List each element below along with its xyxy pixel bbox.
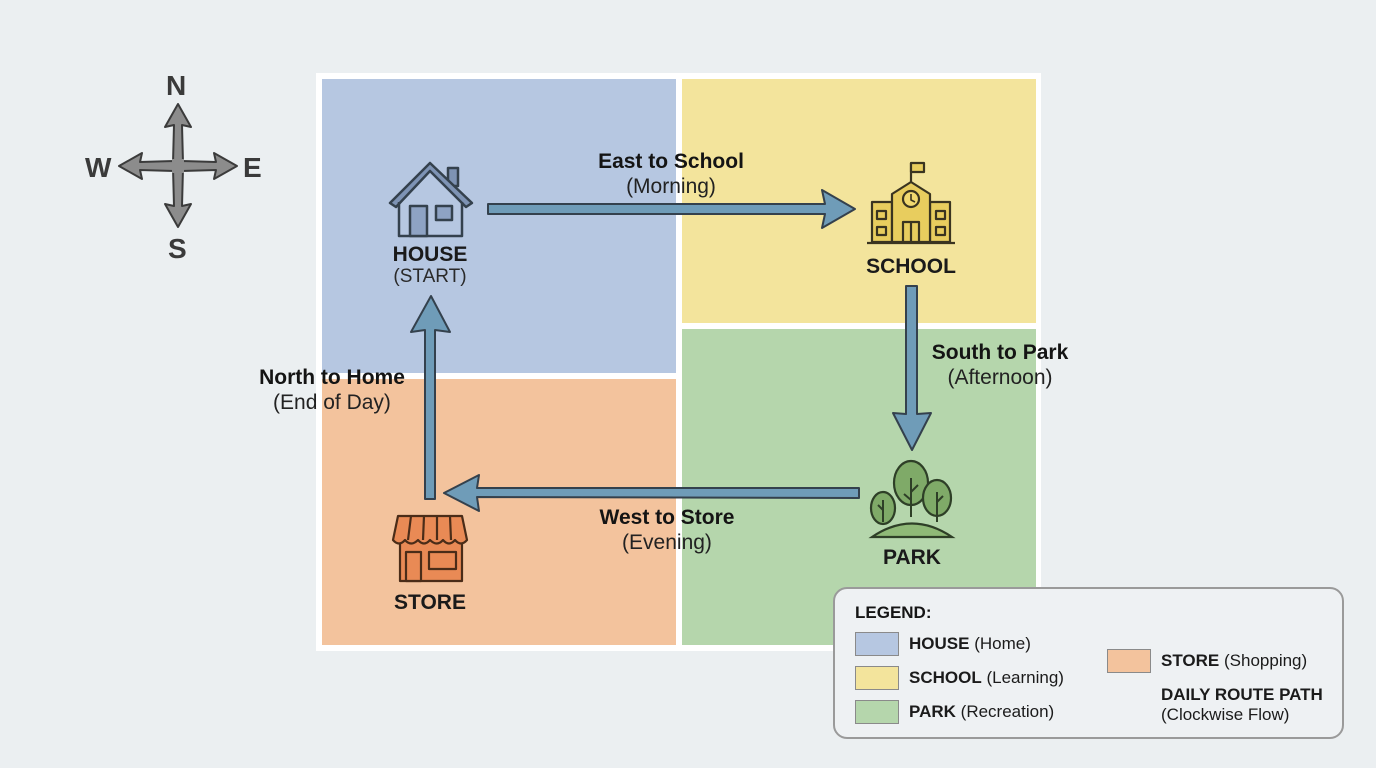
legend-item-house: HOUSE (Home) bbox=[909, 634, 1031, 654]
route-arrows bbox=[410, 189, 932, 512]
legend-item-route: DAILY ROUTE PATH (Clockwise Flow) bbox=[1161, 685, 1323, 724]
compass-south-label: S bbox=[168, 233, 187, 264]
route-west-sublabel: (Evening) bbox=[622, 531, 712, 554]
route-east-sublabel: (Morning) bbox=[626, 175, 716, 198]
school-icon bbox=[867, 161, 955, 245]
legend-item-school: SCHOOL (Learning) bbox=[909, 668, 1064, 688]
legend-item-park-desc: (Recreation) bbox=[960, 702, 1055, 721]
legend-swatch-school bbox=[855, 666, 899, 690]
legend-item-school-desc: (Learning) bbox=[986, 668, 1064, 687]
route-arrow-south bbox=[892, 285, 932, 451]
house-zone bbox=[322, 79, 676, 373]
legend-swatch-store bbox=[1107, 649, 1151, 673]
compass-north-label: N bbox=[166, 70, 187, 101]
legend-item-school-name: SCHOOL bbox=[909, 668, 982, 687]
compass-west-label: W bbox=[85, 152, 112, 183]
legend-title: LEGEND: bbox=[855, 603, 932, 622]
legend-item-route-name: DAILY ROUTE PATH bbox=[1161, 685, 1323, 704]
route-north-sublabel: (End of Day) bbox=[273, 391, 391, 414]
legend-item-store: STORE (Shopping) bbox=[1161, 651, 1307, 671]
house-sublabel: (START) bbox=[393, 266, 467, 287]
store-label: STORE bbox=[394, 591, 466, 614]
legend-item-park: PARK (Recreation) bbox=[909, 702, 1054, 722]
park-icon bbox=[868, 459, 956, 539]
school-label: SCHOOL bbox=[866, 255, 956, 278]
legend-item-park-name: PARK bbox=[909, 702, 956, 721]
store-icon bbox=[391, 514, 469, 583]
park-label: PARK bbox=[883, 546, 941, 569]
compass-east-label: E bbox=[243, 152, 262, 183]
legend-swatch-house bbox=[855, 632, 899, 656]
route-arrow-west bbox=[443, 474, 860, 512]
legend-item-store-name: STORE bbox=[1161, 651, 1220, 670]
legend-item-store-desc: (Shopping) bbox=[1224, 651, 1308, 670]
route-north-label: North to Home bbox=[259, 366, 405, 389]
store-zone bbox=[322, 379, 676, 645]
route-arrow-east bbox=[487, 189, 856, 229]
route-west-label: West to Store bbox=[599, 506, 735, 529]
legend-item-route-desc: (Clockwise Flow) bbox=[1161, 704, 1290, 724]
school-zone bbox=[682, 79, 1036, 323]
house-icon bbox=[388, 161, 474, 238]
route-east-label: East to School bbox=[598, 150, 744, 173]
legend-item-house-name: HOUSE bbox=[909, 634, 970, 653]
route-south-sublabel: (Afternoon) bbox=[947, 366, 1053, 389]
legend-swatch-park bbox=[855, 700, 899, 724]
legend-item-house-desc: (Home) bbox=[974, 634, 1031, 653]
legend-panel: LEGEND: HOUSE (Home) SCHOOL (Learning) P… bbox=[833, 587, 1344, 739]
route-south-label: South to Park bbox=[931, 341, 1069, 364]
house-label: HOUSE bbox=[392, 243, 468, 266]
route-arrow-north bbox=[410, 295, 451, 500]
